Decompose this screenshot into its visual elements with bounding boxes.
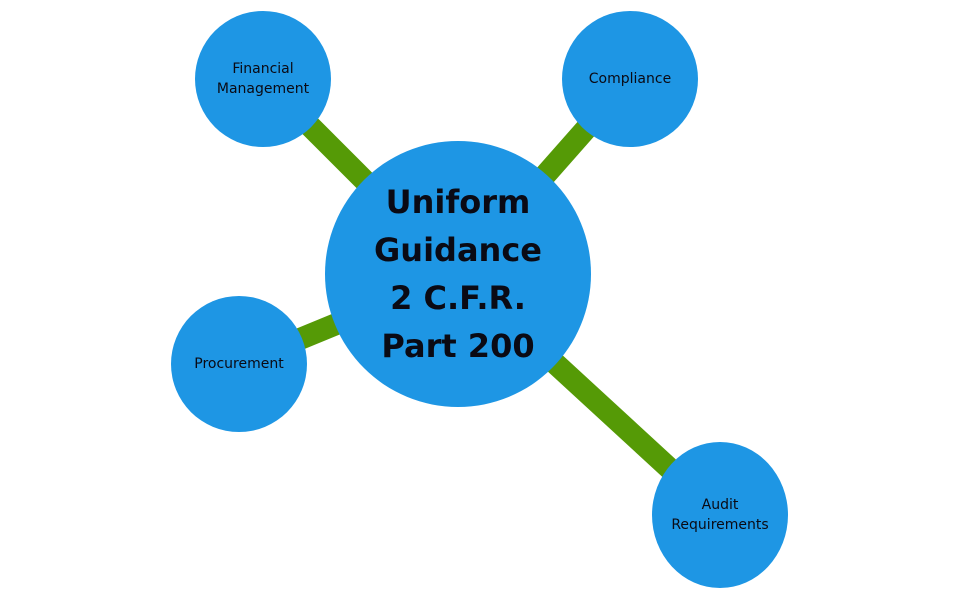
label-line: Uniform — [385, 183, 531, 221]
label-line: Audit — [701, 497, 739, 513]
label-line: Requirements — [671, 517, 769, 533]
node-uniform-guidance[interactable]: Uniform Guidance 2 C.F.R. Part 200 — [325, 141, 591, 407]
label-line: Procurement — [194, 356, 284, 372]
label-line: Compliance — [588, 71, 672, 87]
node-audit-requirements-label: Audit Requirements — [660, 495, 780, 535]
label-line: Part 200 — [381, 327, 535, 365]
label-line: Management — [216, 81, 310, 97]
label-line: Guidance — [374, 231, 542, 269]
node-audit-requirements[interactable]: Audit Requirements — [652, 442, 788, 588]
node-procurement-label: Procurement — [179, 354, 299, 374]
node-compliance-label: Compliance — [570, 69, 690, 89]
node-procurement[interactable]: Procurement — [171, 296, 307, 432]
label-line: 2 C.F.R. — [390, 279, 526, 317]
node-uniform-guidance-label: Uniform Guidance 2 C.F.R. Part 200 — [353, 178, 563, 370]
label-line: Financial — [232, 61, 294, 77]
node-compliance[interactable]: Compliance — [562, 11, 698, 147]
node-financial-management-label: Financial Management — [203, 59, 323, 99]
node-financial-management[interactable]: Financial Management — [195, 11, 331, 147]
